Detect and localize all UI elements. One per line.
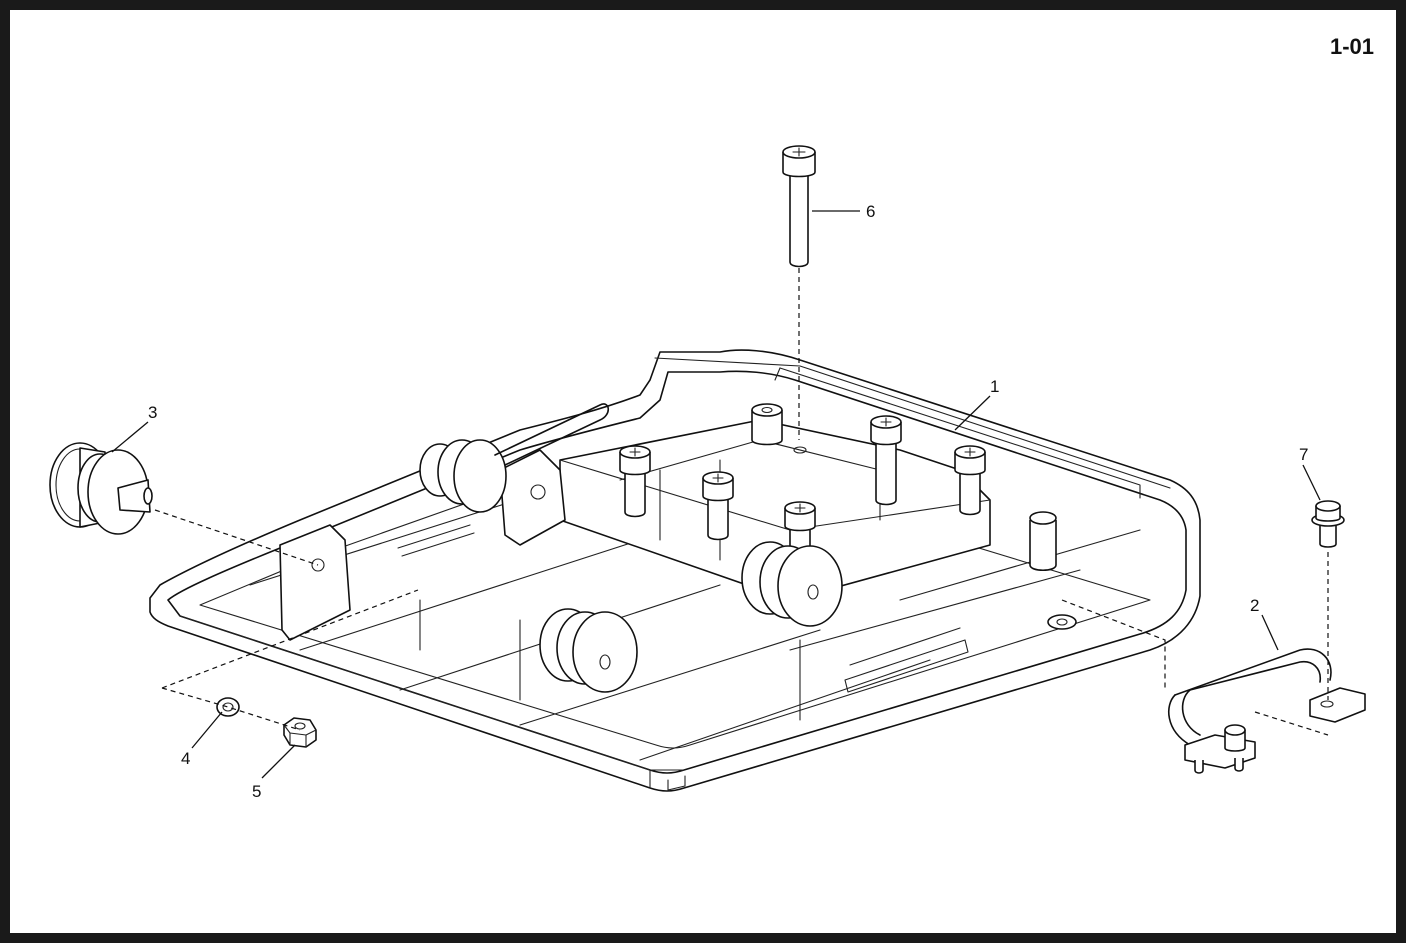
leader-lines [111, 210, 1321, 779]
roller [49, 442, 153, 535]
socket-head-bolt [782, 145, 816, 268]
installed-bolt-d [870, 415, 902, 506]
callout-1: 1 [990, 377, 999, 396]
callout-4: 4 [181, 749, 190, 768]
callout-3: 3 [148, 403, 157, 422]
boss-top [751, 403, 807, 454]
callout-6: 6 [866, 202, 875, 221]
washer [216, 697, 240, 717]
nut [283, 717, 317, 748]
assembly-lines [154, 268, 1329, 736]
flange-bolt [1311, 500, 1345, 548]
installed-bolt-b [702, 471, 734, 541]
installed-roller-middle [741, 541, 843, 627]
installed-bolt-a [619, 445, 651, 518]
installed-roller-rear [419, 403, 610, 513]
sheet-id: 1-01 [1329, 34, 1374, 59]
callout-5: 5 [252, 782, 261, 801]
installed-bolt-e [954, 445, 986, 516]
handle [1168, 648, 1366, 774]
callout-2: 2 [1250, 596, 1259, 615]
callout-7: 7 [1299, 445, 1308, 464]
installed-roller-front [539, 608, 638, 693]
